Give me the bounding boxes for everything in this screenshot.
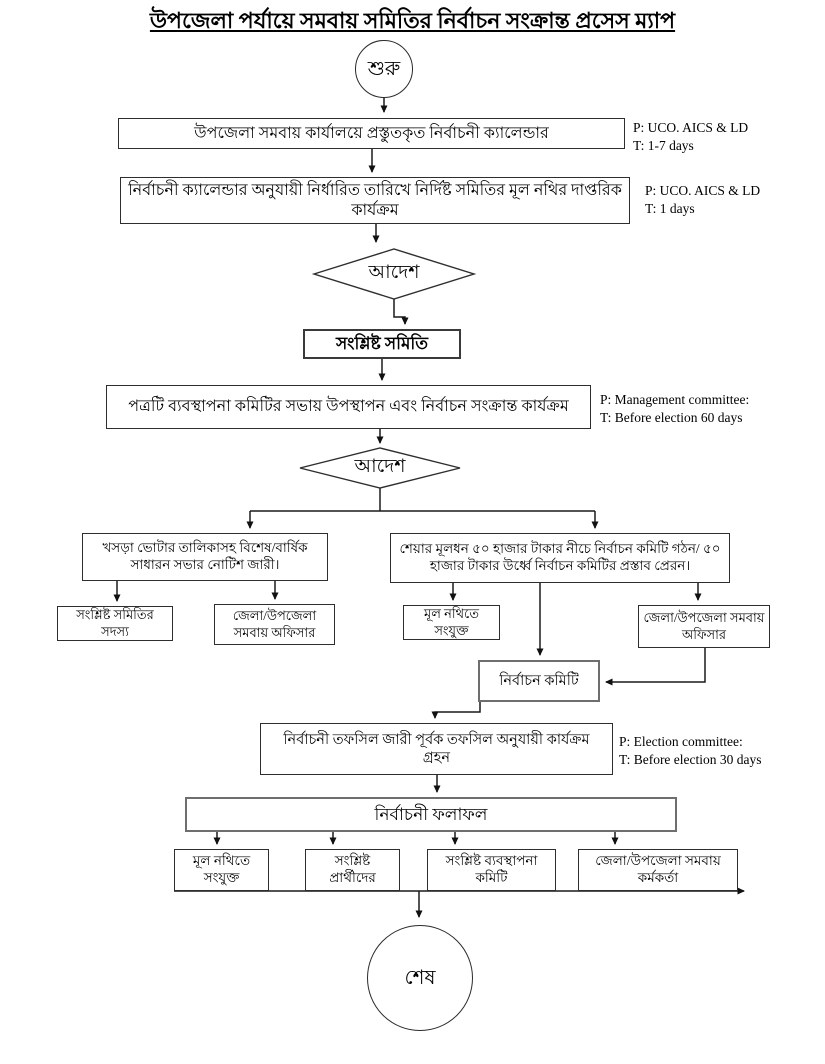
annotation-presentation-p: P: Management committee: <box>600 392 750 407</box>
arrow-officer2-to-committee <box>605 648 706 686</box>
process-election-results: নির্বাচনী ফলাফল <box>185 797 677 832</box>
annotation-official-t: T: 1 days <box>645 201 695 217</box>
process-share-capital: শেয়ার মূলধন ৫০ হাজার টাকার নীচে নির্বাচ… <box>390 533 730 583</box>
annotation-official-work: P: UCO. AICS & LD T: 1 days <box>645 182 760 218</box>
arrow-decision1-to-society <box>393 299 409 325</box>
annotation-calendar: P: UCO. AICS & LD T: 1-7 days <box>633 119 748 155</box>
process-presentation: পত্রটি ব্যবস্থাপনা কমিটির সভায় উপস্থাপন… <box>106 385 591 429</box>
arrow-committee-to-schedule <box>431 702 481 719</box>
decision-1-label: আদেশ <box>368 262 420 283</box>
annotation-schedule: P: Election committee: T: Before electio… <box>619 733 762 769</box>
annotation-calendar-t: T: 1-7 days <box>633 138 694 154</box>
start-terminator: শুরু <box>355 40 413 98</box>
process-concerned-society: সংশ্লিষ্ট সমিতি <box>303 329 461 359</box>
process-draft-voter-notice: খসড়া ভোটার তালিকাসহ বিশেষ/বার্ষিক সাধার… <box>82 533 328 581</box>
process-result-candidates: সংশ্লিষ্ট প্রার্থীদের <box>305 849 400 891</box>
annotation-official-p: P: UCO. AICS & LD <box>645 183 761 198</box>
decision-2-label: আদেশ <box>354 456 406 477</box>
annotation-schedule-p: P: Election committee: <box>619 734 743 749</box>
annotation-presentation-t: T: Before election 60 days <box>600 410 743 426</box>
process-election-committee: নির্বাচন কমিটি <box>478 660 600 702</box>
annotation-presentation: P: Management committee: T: Before elect… <box>600 391 749 427</box>
page-title: উপজেলা পর্যায়ে সমবায় সমিতির নির্বাচন স… <box>149 8 676 33</box>
annotation-schedule-t: T: Before election 30 days <box>619 752 762 768</box>
process-district-officer-2: জেলা/উপজেলা সমবায় অফিসার <box>638 605 770 648</box>
decision-diamond-1 <box>311 248 477 300</box>
process-result-main-file: মূল নথিতে সংযুক্ত <box>174 849 269 891</box>
process-result-mgmt-committee: সংশ্লিষ্ট ব্যবস্থাপনা কমিটি <box>427 849 556 891</box>
process-schedule-activities: নির্বাচনী তফসিল জারী পূর্বক তফসিল অনুযায… <box>260 723 613 775</box>
annotation-calendar-p: P: UCO. AICS & LD <box>633 120 749 135</box>
process-official-work: নির্বাচনী ক্যালেন্ডার অনুযায়ী নির্ধারিত… <box>120 177 630 224</box>
process-calendar: উপজেলা সমবায় কার্যালয়ে প্রস্তুতকৃত নির… <box>118 118 625 149</box>
end-terminator: শেষ <box>367 925 473 1031</box>
process-attach-main-file: মূল নথিতে সংযুক্ত <box>403 605 500 640</box>
process-district-officer-1: জেলা/উপজেলা সমবায় অফিসার <box>214 604 335 645</box>
decision-diamond-2 <box>299 447 461 489</box>
process-society-members: সংশ্লিষ্ট সমিতির সদস্য <box>57 606 173 641</box>
process-result-coop-officer: জেলা/উপজেলা সমবায় কর্মকর্তা <box>578 849 738 891</box>
